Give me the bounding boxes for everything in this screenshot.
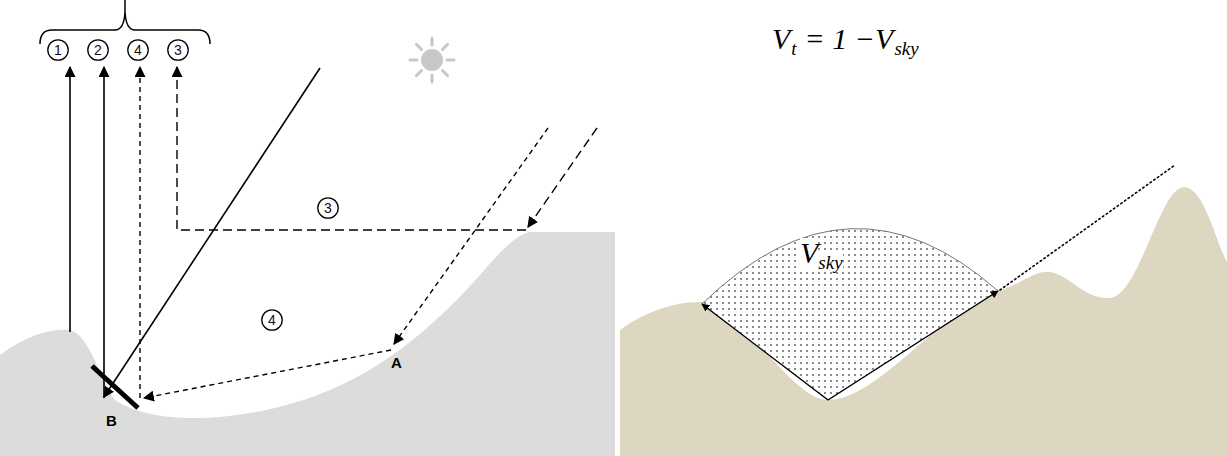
sun-disc [421, 49, 443, 71]
callout-number: 2 [94, 43, 102, 57]
circle-shape [128, 40, 148, 60]
formula-subscript: sky [894, 39, 918, 58]
horizon-sightline [1000, 165, 1175, 290]
formula-symbol: V [772, 24, 790, 54]
callout-number: 1 [54, 43, 62, 57]
callout-circle: 4 [261, 309, 283, 331]
incident-dashed-arrow [528, 128, 597, 227]
formula-subscript: t [791, 39, 796, 58]
callout-circle: 1 [47, 39, 69, 61]
sun-rays [410, 38, 454, 82]
adjacency-dashed-arrow [144, 350, 391, 398]
circle-shape [262, 310, 282, 330]
point-label: B [106, 413, 117, 428]
callout-number: 3 [174, 43, 182, 57]
callout-number: 4 [268, 313, 276, 327]
sun-ray [443, 44, 448, 49]
incident-dashed-arrow [394, 128, 548, 344]
callout-circle: 4 [127, 39, 149, 61]
point-label: A [391, 355, 402, 370]
terrain-slope [0, 232, 615, 456]
adjacency-up-arrow [139, 67, 140, 398]
sun-ray [416, 44, 421, 49]
sun-ray [416, 71, 421, 76]
path-radiance-arrow [177, 67, 526, 230]
terrain-profile [620, 187, 1227, 456]
callout-number: 4 [134, 43, 142, 57]
circle-shape [88, 40, 108, 60]
radiance-arrow [69, 67, 71, 332]
direct-beam-arrow [104, 68, 320, 397]
sky-view-subscript: sky [818, 253, 842, 272]
callout-circle: 2 [87, 39, 109, 61]
circle-shape [48, 40, 68, 60]
sun-ray [410, 59, 417, 62]
sun-ray [443, 71, 448, 76]
sky-view-sector [702, 229, 998, 400]
sun-ray [431, 75, 434, 82]
sky-view-symbol: V [800, 238, 818, 268]
circle-shape [318, 198, 338, 218]
sun-icon [410, 38, 454, 82]
circle-shape [168, 40, 188, 60]
callout-number: 3 [324, 201, 332, 215]
target-surface [92, 366, 138, 408]
sun-ray [431, 38, 434, 45]
callout-circle: 3 [167, 39, 189, 61]
sky-view-edge [828, 291, 998, 400]
callout-circle: 3 [317, 197, 339, 219]
sun-ray [447, 59, 454, 62]
reflected-arrow [103, 67, 105, 398]
formula-text: = 1 −V [805, 24, 894, 54]
brace-bracket [40, 0, 210, 44]
sky-view-edge [702, 304, 828, 400]
